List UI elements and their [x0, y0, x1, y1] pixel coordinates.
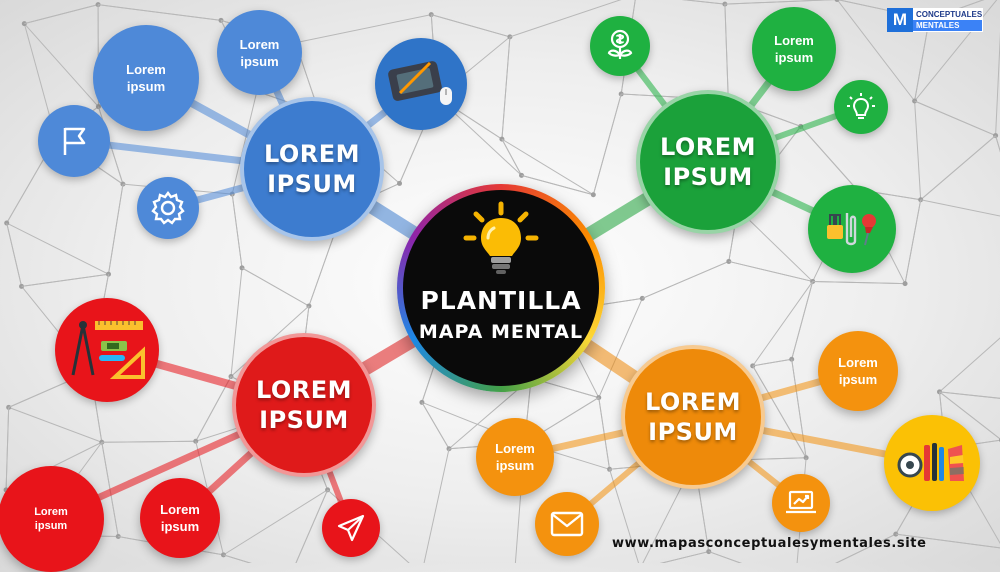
drafting-tools-icon	[55, 298, 159, 402]
network-line	[640, 552, 709, 563]
network-line	[7, 223, 22, 286]
central-node: PLANTILLA MAPA MENTAL	[397, 184, 605, 392]
network-line	[593, 94, 621, 195]
paper-plane-icon	[322, 499, 380, 557]
network-line	[939, 304, 1000, 392]
logo-line2: MENTALES	[913, 20, 982, 31]
network-line	[24, 5, 98, 24]
network-line	[915, 101, 921, 200]
network-line	[905, 200, 921, 284]
flag-icon	[38, 105, 110, 177]
network-line	[709, 552, 796, 563]
center-title-line2: MAPA MENTAL	[419, 321, 583, 343]
network-line	[801, 126, 857, 189]
network-line	[636, 0, 725, 4]
network-line	[9, 407, 102, 442]
network-line	[242, 268, 309, 306]
network-line	[725, 4, 728, 100]
network-line	[792, 359, 806, 457]
network-line	[640, 552, 709, 563]
network-line	[729, 261, 813, 281]
network-line	[431, 15, 510, 37]
network-line	[422, 402, 449, 448]
envelope-icon	[535, 492, 599, 556]
network-dot	[591, 192, 596, 197]
network-line	[753, 281, 813, 365]
green-subnode-1: Lorem ipsum	[752, 7, 836, 91]
blue-subnode-2: Lorem ipsum	[217, 10, 302, 95]
network-line	[223, 490, 327, 555]
network-line	[22, 274, 109, 286]
network-line	[422, 449, 449, 563]
blue-subnode-1: Lorem ipsum	[93, 25, 199, 131]
red-subnode-2: Lorem ipsum	[140, 478, 220, 558]
logo-mark: M	[887, 8, 913, 32]
art-supplies-icon	[884, 415, 980, 511]
network-line	[915, 101, 996, 136]
gear-icon	[137, 177, 199, 239]
network-line	[108, 184, 122, 274]
network-line	[921, 200, 1000, 221]
network-line	[7, 223, 109, 274]
network-dot	[397, 181, 402, 186]
orange-subnode-2: Lorem ipsum	[818, 331, 898, 411]
network-line	[939, 392, 1000, 402]
network-line	[642, 261, 729, 298]
network-line	[502, 37, 510, 139]
network-line	[223, 555, 290, 563]
network-dot	[903, 281, 908, 286]
network-line	[232, 194, 242, 268]
red-subnode-1: Lorem ipsum	[0, 466, 104, 572]
red-hub: LOREM IPSUM	[232, 333, 376, 477]
center-title-line1: PLANTILLA	[420, 286, 581, 315]
money-plant-icon	[590, 16, 650, 76]
network-line	[792, 281, 813, 359]
network-line	[921, 136, 996, 200]
green-hub: LOREM IPSUM	[636, 90, 780, 234]
graphics-tablet-icon	[375, 38, 467, 130]
brand-logo: M CONCEPTUALES MENTALES	[887, 8, 983, 32]
logo-line1: CONCEPTUALES	[913, 9, 982, 20]
network-line	[223, 555, 290, 563]
orange-subnode-1: Lorem ipsum	[476, 418, 554, 496]
network-line	[996, 136, 1000, 221]
network-line	[996, 0, 1000, 136]
network-line	[725, 0, 837, 4]
network-line	[709, 552, 796, 563]
network-line	[813, 281, 905, 283]
network-line	[636, 0, 725, 4]
orange-hub: LOREM IPSUM	[621, 345, 765, 489]
network-line	[753, 359, 792, 366]
blue-hub: LOREM IPSUM	[240, 97, 384, 241]
laptop-chart-icon	[772, 474, 830, 532]
lightbulb-icon	[456, 200, 546, 278]
network-line	[6, 407, 9, 489]
network-line	[102, 441, 196, 442]
network-line	[231, 268, 242, 377]
clips-pin-icon	[808, 185, 896, 273]
website-url[interactable]: www.mapasconceptualesymentales.site	[612, 536, 927, 551]
network-line	[98, 5, 221, 21]
lightbulb-outline-icon	[834, 80, 888, 134]
